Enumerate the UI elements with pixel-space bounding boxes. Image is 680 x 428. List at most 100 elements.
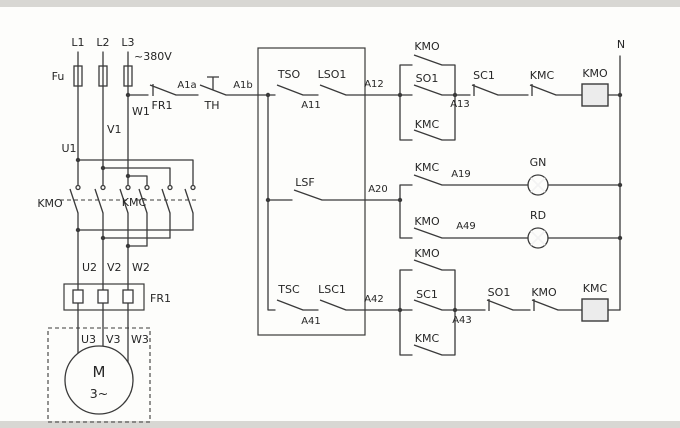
lso1-contact-symbol xyxy=(319,84,347,96)
indicator-lamps: KMC A19 GN KMO A49 RD xyxy=(399,156,621,249)
label-kmo-lamp-contact: KMO xyxy=(414,215,440,228)
kmc-nc-contact-symbol xyxy=(529,84,557,96)
so1-button-symbol xyxy=(413,84,443,96)
lsf-contact-symbol xyxy=(293,189,323,201)
label-w3: W3 xyxy=(131,333,149,346)
kmo-lamp-contact-symbol xyxy=(413,227,443,239)
label-kmo-hold: KMO xyxy=(414,40,440,53)
kmo-hold-contact-symbol xyxy=(413,54,443,66)
label-tsc: TSC xyxy=(277,283,300,296)
so1-nc-contact-symbol xyxy=(486,299,514,311)
motor-enclosure xyxy=(47,327,151,423)
close-control-row: KMO SC1 KMC A43 SO1 KMO KMC xyxy=(399,247,621,356)
motor-circle xyxy=(64,345,134,415)
label-a13: A13 xyxy=(450,99,470,110)
label-sc1-button: SC1 xyxy=(416,288,438,301)
motor-phases-label: 3~ xyxy=(90,386,108,401)
label-a43: A43 xyxy=(452,315,472,326)
label-l3: L3 xyxy=(121,36,134,49)
label-neutral: N xyxy=(617,38,625,51)
phase-wires xyxy=(77,51,129,363)
rd-lamp-symbol xyxy=(527,227,549,249)
kmo-main-contacts xyxy=(60,184,131,214)
th-switch-symbol xyxy=(199,76,227,96)
kmc-hold-contact-symbol xyxy=(413,344,443,356)
limit-box-wires xyxy=(267,94,413,311)
label-lso1: LSO1 xyxy=(318,68,347,81)
sc1-nc-contact-symbol xyxy=(471,84,499,96)
label-kmc-hold: KMC xyxy=(415,332,440,345)
label-so1-interlock: SO1 xyxy=(488,286,511,299)
lamp-row-wires xyxy=(399,184,621,239)
fuse-symbols xyxy=(73,65,133,87)
label-fr1-contact: FR1 xyxy=(152,99,173,112)
label-v3: V3 xyxy=(106,333,121,346)
label-kmo-aux: KMO xyxy=(414,247,440,260)
label-a1b: A1b xyxy=(233,80,253,91)
label-a41: A41 xyxy=(301,316,321,327)
label-kmo-main: KMO xyxy=(37,197,63,210)
label-kmc-coil: KMC xyxy=(583,282,608,295)
scan-edge-bottom xyxy=(0,421,680,428)
label-so1-button: SO1 xyxy=(416,72,439,85)
kmc-feed-taps xyxy=(77,159,194,186)
label-v2: V2 xyxy=(107,261,122,274)
kmc-main-contacts xyxy=(136,184,196,214)
label-u2: U2 xyxy=(82,261,97,274)
label-a11: A11 xyxy=(301,100,321,111)
label-tso: TSO xyxy=(277,68,301,81)
motor-symbol: M 3~ xyxy=(47,327,151,423)
tso-contact-symbol xyxy=(276,84,304,96)
open-control-row: KMO SO1 KMC A13 SC1 KMC KMO xyxy=(399,40,621,141)
fr1-nc-contact-symbol xyxy=(149,84,177,96)
scan-edge-top xyxy=(0,0,680,7)
thermal-overload-fr1 xyxy=(63,283,145,311)
fuse-l3 xyxy=(123,65,133,87)
limit-switch-box: TSO LSO1 A11 A12 LSF A20 TSC LSC1 A41 A4… xyxy=(257,47,413,336)
label-kmc-main: KMC xyxy=(122,196,147,209)
label-lsf: LSF xyxy=(295,176,314,189)
label-voltage: ~380V xyxy=(134,50,172,63)
motor-letter: M xyxy=(93,363,106,381)
tsc-contact-symbol xyxy=(276,299,304,311)
label-a42: A42 xyxy=(364,294,384,305)
label-kmo-coil: KMO xyxy=(582,67,608,80)
label-kmc-interlock: KMC xyxy=(530,69,555,82)
label-kmc-aux: KMC xyxy=(415,118,440,131)
close-row-wires xyxy=(399,269,621,356)
label-fr1-heater: FR1 xyxy=(150,292,171,305)
label-sc1-interlock: SC1 xyxy=(473,69,495,82)
label-a20: A20 xyxy=(368,184,388,195)
phase-crossback-wires xyxy=(77,212,194,247)
junction-dots xyxy=(75,92,623,313)
label-kmc-lamp-contact: KMC xyxy=(415,161,440,174)
kmc-aux-contact-symbol xyxy=(413,129,443,141)
kmc-coil-symbol xyxy=(581,298,609,322)
label-u1: U1 xyxy=(61,142,76,155)
label-l2: L2 xyxy=(96,36,109,49)
kmc-lamp-contact-symbol xyxy=(413,174,443,186)
label-gn: GN xyxy=(530,156,547,169)
label-a19: A19 xyxy=(451,169,471,180)
label-lsc1: LSC1 xyxy=(318,283,346,296)
fuse-l2 xyxy=(98,65,108,87)
label-l1: L1 xyxy=(71,36,84,49)
power-section: M 3~ L1 L2 L3 ~380V Fu FR1 A1a TH A1b W1… xyxy=(37,36,276,423)
label-rd: RD xyxy=(530,209,546,222)
label-kmo-interlock: KMO xyxy=(531,286,557,299)
fuse-l1 xyxy=(73,65,83,87)
label-a49: A49 xyxy=(456,221,476,232)
sc1-button-symbol xyxy=(413,299,443,311)
label-u3: U3 xyxy=(81,333,96,346)
gn-lamp-symbol xyxy=(527,174,549,196)
kmo-aux-contact-symbol xyxy=(413,259,443,271)
label-a1a: A1a xyxy=(177,80,196,91)
label-fu: Fu xyxy=(52,70,65,83)
label-a12: A12 xyxy=(364,79,384,90)
label-th: TH xyxy=(204,99,220,112)
limit-box-outline xyxy=(257,47,366,336)
label-v1: V1 xyxy=(107,123,122,136)
